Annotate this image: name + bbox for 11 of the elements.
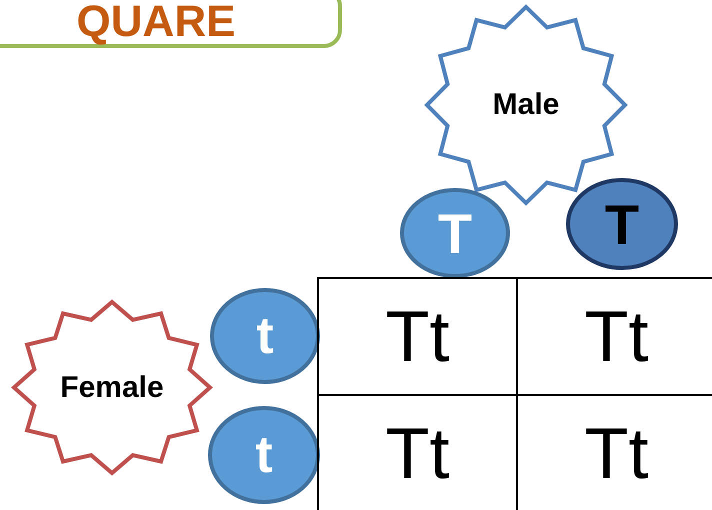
allele-letter: T (604, 192, 640, 256)
genotype-text: Tt (386, 296, 450, 376)
title-text: QUARE (76, 0, 236, 44)
parent-label: Female (60, 370, 164, 404)
allele-letter: t (255, 425, 273, 485)
genotype-text: Tt (584, 414, 648, 494)
genotype-text: Tt (386, 414, 450, 494)
parent-label: Male (492, 88, 560, 122)
allele-letter: t (256, 306, 274, 366)
genotype-text: Tt (584, 296, 648, 376)
allele-letter: T (438, 200, 472, 266)
